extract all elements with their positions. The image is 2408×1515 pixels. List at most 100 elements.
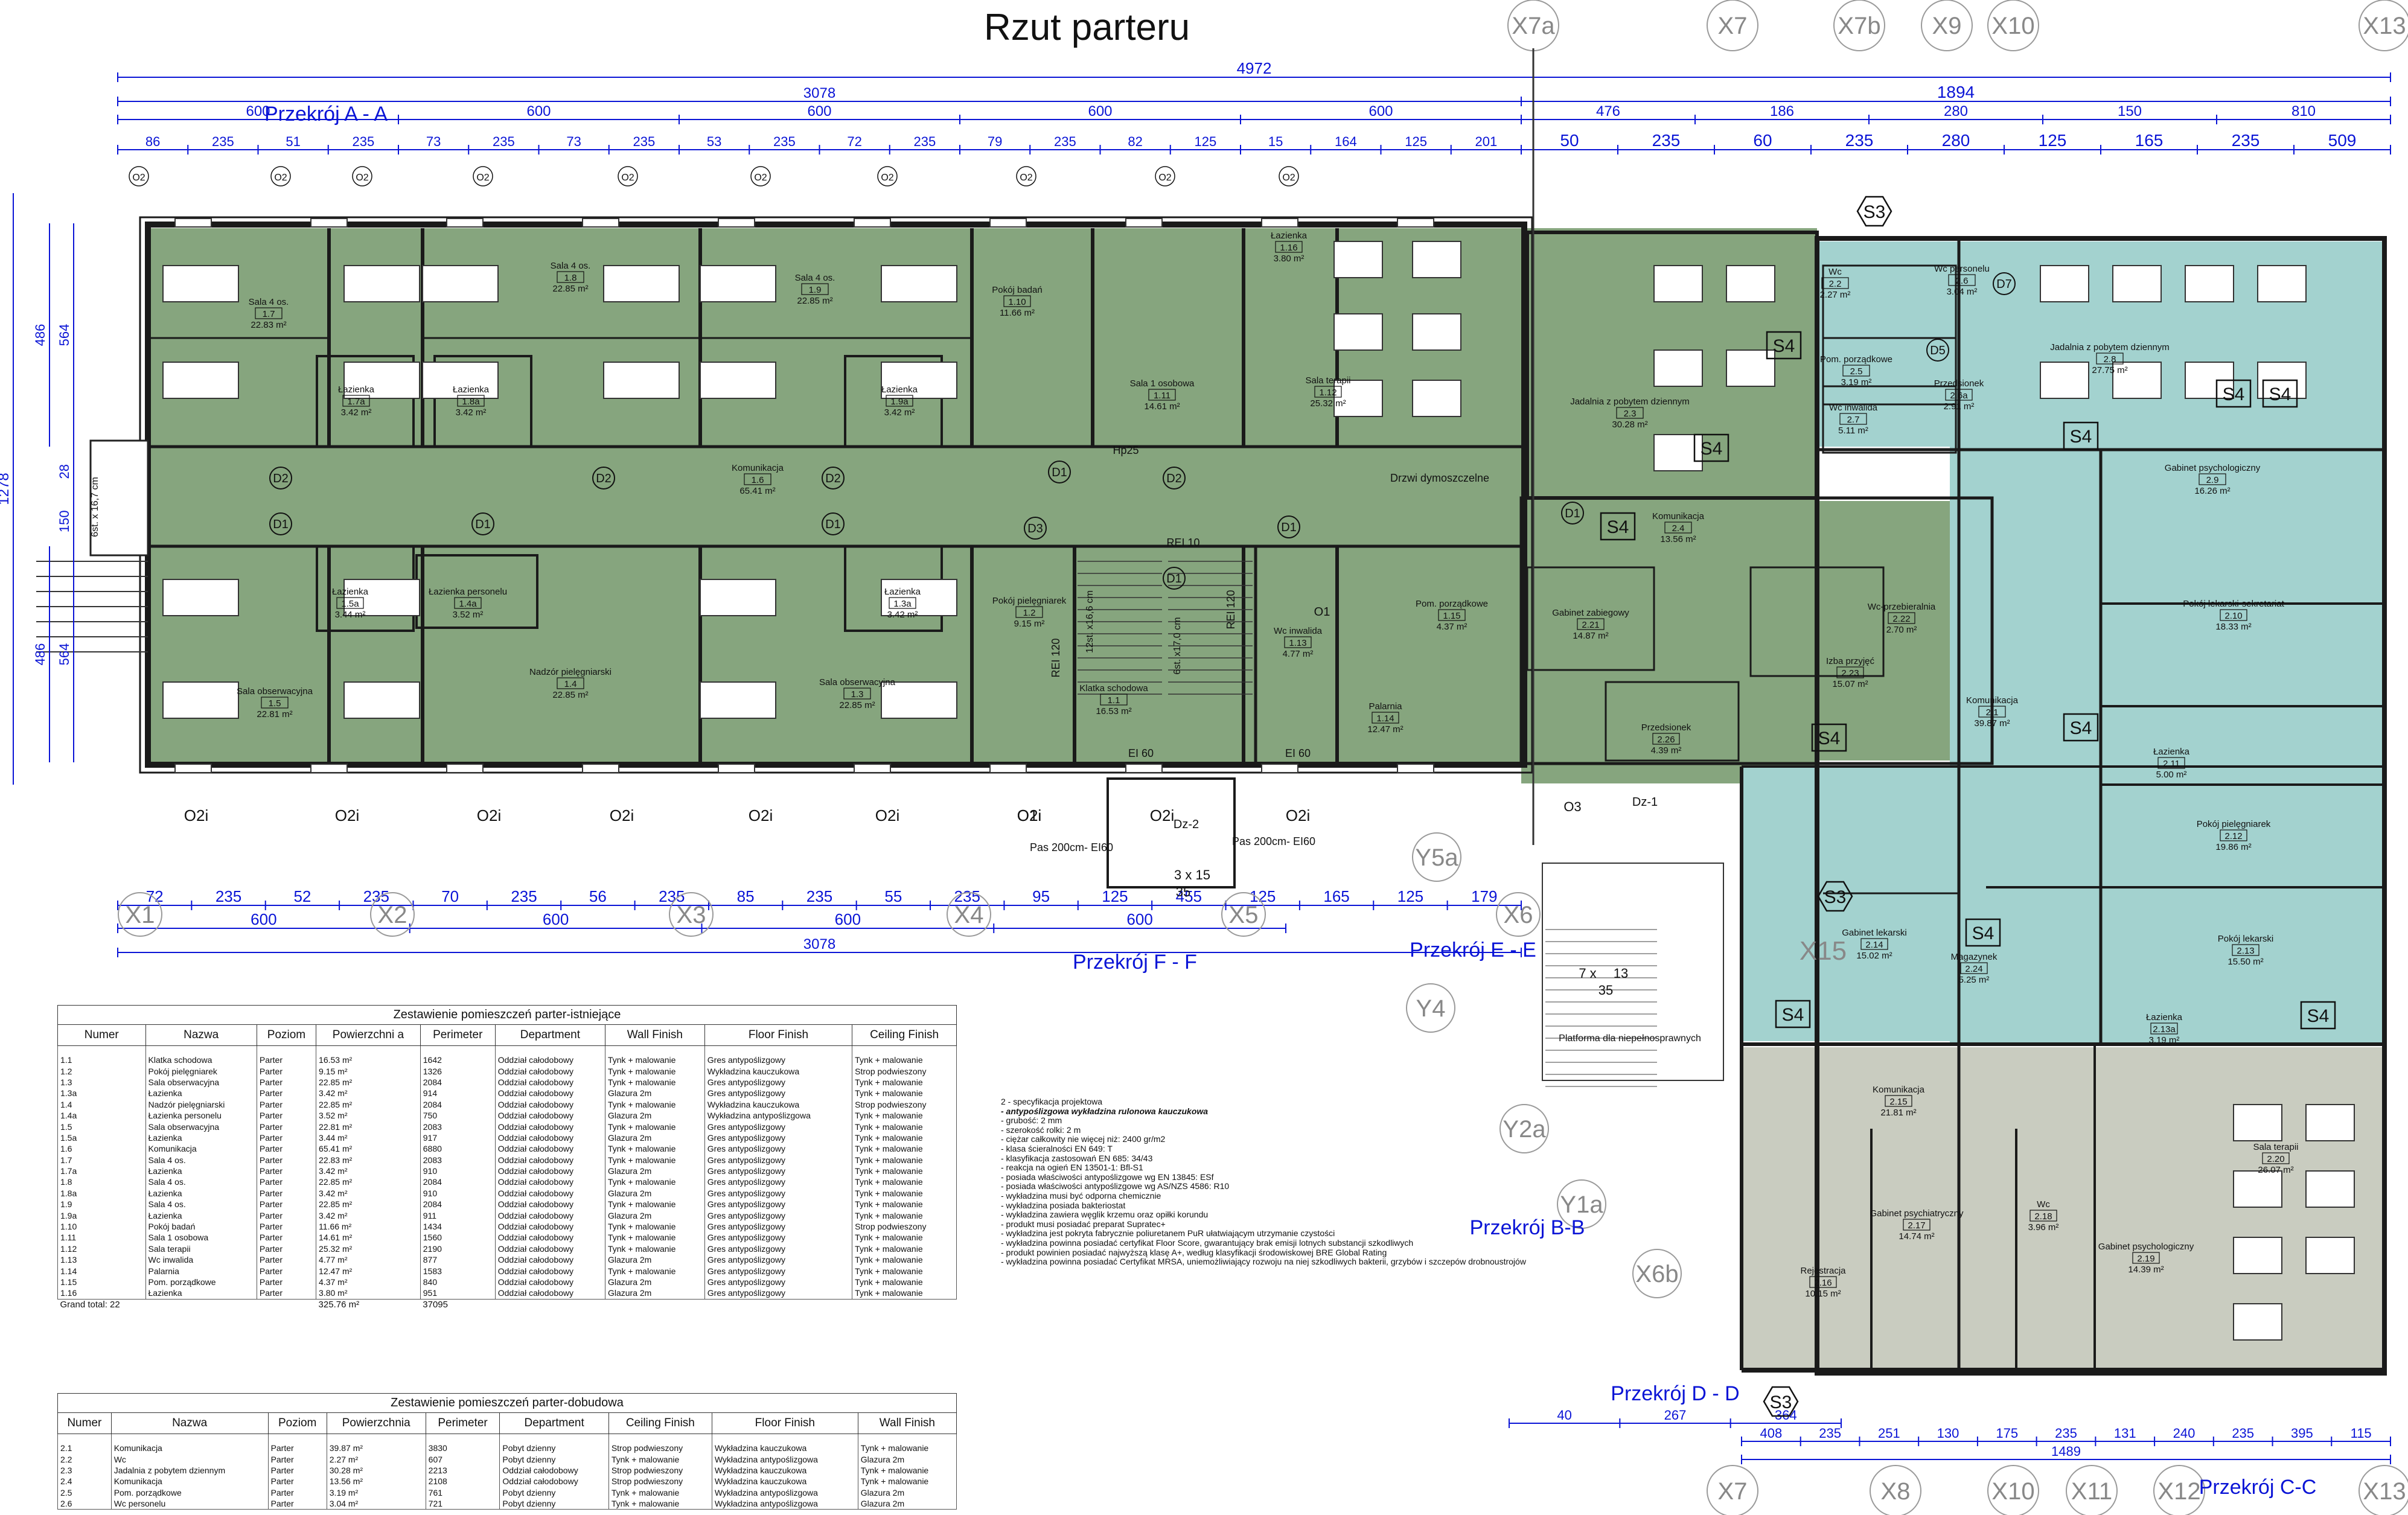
tag-circle (473, 166, 493, 187)
tag-label: S3 (1770, 1392, 1792, 1412)
table-cell: Oddział całodobowy (494, 1287, 605, 1300)
tag-box (1775, 1000, 1811, 1029)
tag-label: S4 (2070, 718, 2092, 738)
room-num-box (2199, 473, 2226, 485)
window (582, 218, 619, 228)
table-cell: Tynk + malowanie (604, 1154, 705, 1166)
room-num-box (2096, 352, 2124, 365)
room-num-box (1839, 413, 1867, 425)
room-number: 1.5a (341, 599, 359, 609)
room-number: 2.17 (1908, 1220, 1925, 1231)
dim-detail: 235 (633, 134, 656, 149)
room-name: Komunikacja (1652, 511, 1705, 521)
label-ei60: EI 60 (1285, 747, 1311, 759)
room-area: 15.07 m² (1832, 679, 1868, 689)
table-cell: Tynk + malowanie (604, 1143, 705, 1155)
spec-line: - wykładzina jest pokryta fabrycznie pol… (1001, 1228, 1335, 1239)
grid-bubble (1987, 0, 2039, 51)
tag-circle (592, 467, 615, 490)
dim-detail: 82 (1128, 134, 1142, 149)
tag-label: D2 (596, 472, 612, 485)
table-cell: Parter (256, 1199, 317, 1210)
window-tag-bottom: O2i (335, 806, 359, 824)
window (582, 764, 619, 773)
table-cell: 2.4 (57, 1476, 112, 1487)
table-header: Numer (57, 1412, 112, 1434)
room-name: Gabinet lekarski (1842, 928, 1907, 938)
table-cell: Tynk + malowanie (852, 1199, 957, 1210)
room-name: Przedsionek (1934, 378, 1984, 389)
table-cell: Parter (256, 1132, 317, 1144)
room-area: 2.27 m² (1820, 290, 1851, 300)
ramp-box (1542, 863, 1724, 1081)
table-cell: Oddział całodobowy (494, 1187, 605, 1199)
room-area: 18.33 m² (2215, 622, 2251, 632)
table-cell: 917 (420, 1132, 496, 1144)
wall-box (1107, 777, 1236, 888)
table-cell: 1.5a (57, 1132, 146, 1144)
table-header: Ceiling Finish (608, 1412, 712, 1434)
dim-detail: 86 (145, 134, 160, 149)
tag-symbol: D5 (1926, 339, 1949, 362)
grid-label: X9 (1932, 13, 1962, 39)
spec-line: - antypoślizgowa wykładzina rulonowa kau… (1001, 1106, 1209, 1116)
room-num-box (454, 597, 482, 609)
room-area: 22.83 m² (251, 320, 286, 330)
table-cell: Gres antypoślizgowy (704, 1154, 853, 1166)
table-cell: 2108 (425, 1476, 500, 1487)
table-cell: 3.80 m² (316, 1287, 421, 1300)
tag-label: S4 (2269, 384, 2291, 404)
room-number: 2.7 (1847, 415, 1860, 425)
dim-bottom: 235 (511, 887, 537, 905)
room-name: Sala 4 os. (551, 261, 591, 271)
table-cell: Tynk + malowanie (604, 1232, 705, 1243)
tag-label: O2 (356, 173, 368, 183)
window (1397, 764, 1434, 773)
tag-symbol: D1 (822, 512, 845, 535)
window (174, 218, 212, 228)
dim-left: 486 (33, 643, 48, 666)
table-cell: 30.28 m² (326, 1464, 426, 1476)
room-number: 2.23 (1841, 668, 1859, 678)
tag-label: S4 (1972, 923, 1994, 943)
table-header: Perimeter (425, 1412, 500, 1434)
table (2233, 1170, 2282, 1208)
bed (603, 362, 680, 399)
table-cell: 3.04 m² (326, 1497, 426, 1510)
spec-line: - posiada właściwości antypoślizgowe wg … (1001, 1172, 1214, 1182)
bed (700, 265, 776, 302)
table-cell: Tynk + malowanie (852, 1143, 957, 1155)
room-name: Wc inwalida (1829, 403, 1878, 413)
table-cell: 3830 (425, 1443, 500, 1454)
room-number: 1.4 (564, 679, 577, 689)
room-num-box (2262, 1152, 2290, 1164)
dim-bottom: 235 (659, 887, 685, 905)
dim-right-total: 1489 (2051, 1444, 2081, 1459)
table-cell: 39.87 m² (326, 1443, 426, 1454)
spec-line: - szerokość rolki: 2 m (1001, 1124, 1081, 1135)
dim-detail: 15 (1268, 134, 1283, 149)
bed (422, 265, 499, 302)
room-schedule-existing: Zestawienie pomieszczeń parter-istniejąc… (57, 1005, 957, 1310)
table (1412, 241, 1461, 278)
total-cell: 37095 (423, 1300, 448, 1310)
table-header: Perimeter (420, 1024, 496, 1046)
grid-bubble (370, 892, 415, 937)
tag-square: S4 (1775, 1000, 1811, 1029)
room-area: 16.26 m² (2194, 486, 2230, 496)
grid-bubble (1632, 1249, 1682, 1298)
table-cell: Parter (256, 1065, 317, 1077)
grid-bubble (2153, 1465, 2205, 1515)
table-cell: Glazura 2m (604, 1132, 705, 1144)
dim-left: 1278 (0, 473, 12, 505)
room-number: 1.5 (269, 698, 281, 709)
table (1412, 380, 1461, 417)
